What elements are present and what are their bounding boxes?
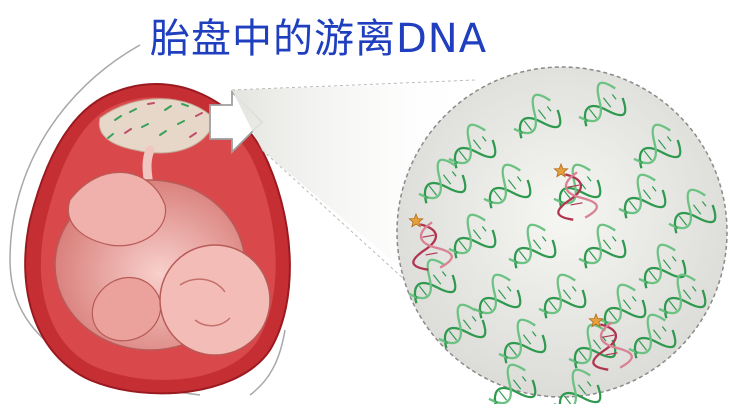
magnified-dna-circle	[397, 67, 727, 404]
